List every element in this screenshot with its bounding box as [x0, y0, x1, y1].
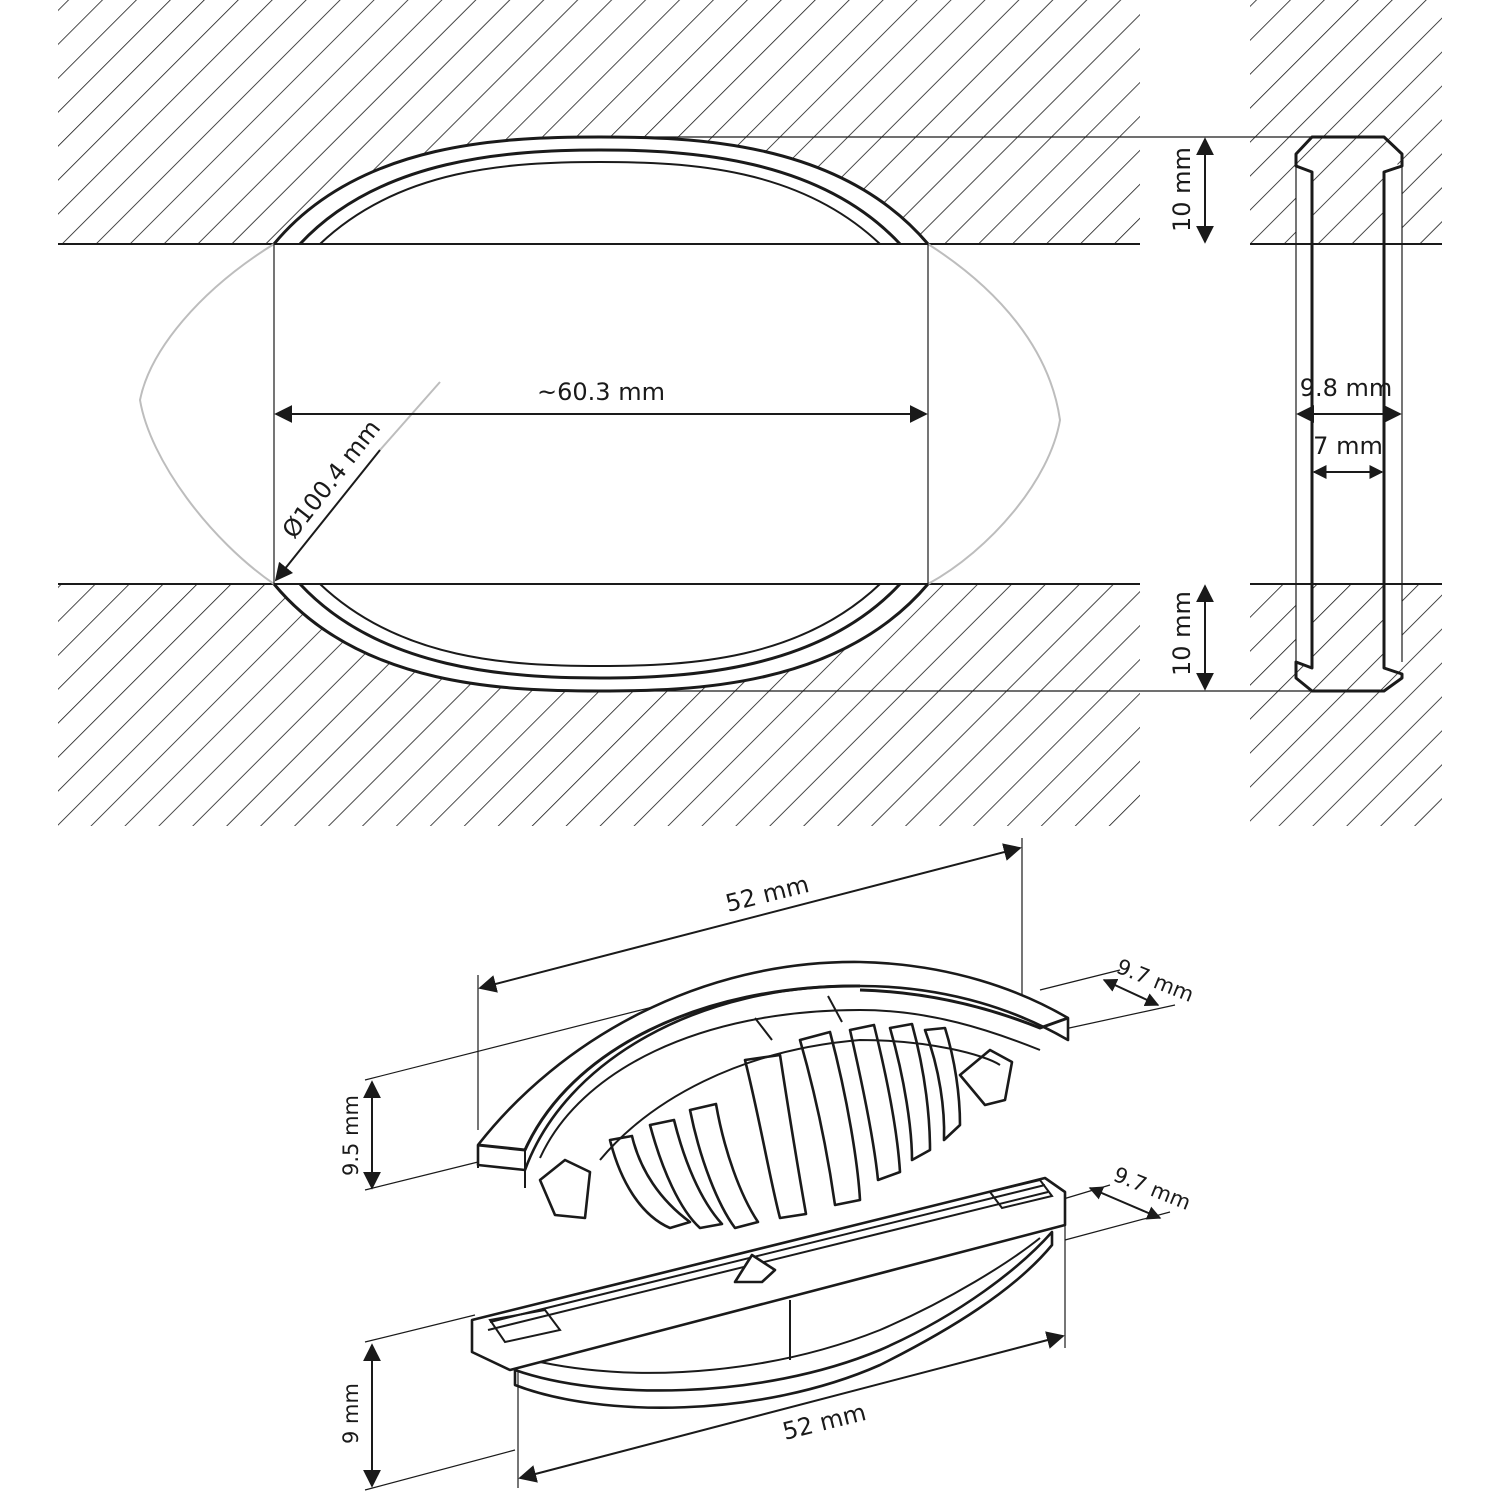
top-slot-depth-label: 10 mm [1168, 147, 1196, 232]
upper-wood-right [1250, 0, 1442, 244]
upper-part-width-label: 9.7 mm [1113, 954, 1197, 1007]
lower-wood-right [1250, 584, 1442, 826]
cutter-arc-left [138, 243, 275, 585]
biscuit-outline-upper-inner [298, 148, 902, 246]
upper-wood-left [58, 0, 1140, 244]
upper-part-length-label: 52 mm [723, 870, 812, 918]
lower-part-length-label: 52 mm [780, 1398, 869, 1446]
upper-part-height-label: 9.5 mm [339, 1095, 363, 1176]
slot-section-view: ~60.3 mm Ø100.4 mm 10 mm 10 mm 9.8 mm 7 … [58, 0, 1442, 826]
insert-width-label: 7 mm [1313, 432, 1383, 460]
lower-wood-left [58, 584, 1140, 826]
lower-part-width-label: 9.7 mm [1110, 1162, 1194, 1215]
wood-hatching [58, 0, 1442, 826]
cutter-diameter-label: Ø100.4 mm [277, 415, 386, 544]
lower-part-height-label: 9 mm [339, 1383, 363, 1444]
upper-biscuit-half [476, 960, 1070, 1230]
bottom-slot-depth-label: 10 mm [1168, 591, 1196, 676]
biscuit-side-profile [1294, 135, 1404, 693]
biscuit-outline-lower-inner [298, 582, 902, 680]
cutter-arc-right [927, 243, 1062, 585]
visible-length-label: ~60.3 mm [537, 378, 665, 406]
slot-width-label: 9.8 mm [1300, 374, 1393, 402]
parts-isometric-view: 52 mm 9.7 mm 9.5 mm [339, 838, 1197, 1491]
